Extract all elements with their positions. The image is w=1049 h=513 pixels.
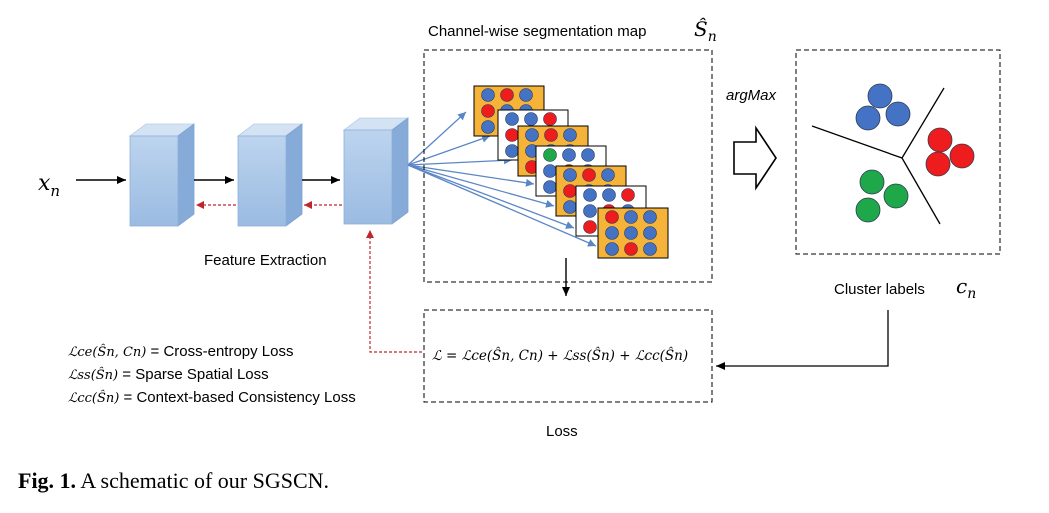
legend-math: ℒce(Ŝn, Cn) [68, 345, 147, 360]
feature-block-3 [342, 117, 410, 225]
channel-arrow [407, 164, 575, 229]
map-dot [583, 188, 597, 202]
loss-label: Loss [546, 423, 578, 440]
map-dot [643, 242, 657, 256]
map-dot [581, 148, 595, 162]
cluster-boundary-3 [901, 157, 941, 225]
cluster-label: Cluster labels [834, 281, 925, 298]
legend-row-cross-entropy: ℒce(Ŝn, Cn) = Cross-entropy Loss [68, 343, 294, 361]
legend-row-sparse-spatial: ℒss(Ŝn) = Sparse Spatial Loss [68, 366, 269, 384]
feature-block-1 [128, 123, 196, 227]
map-dot [582, 168, 596, 182]
segmentation-symbol: Ŝn [694, 16, 717, 45]
cluster-box [795, 49, 1001, 255]
map-dot [643, 210, 657, 224]
map-dot [481, 104, 495, 118]
map-dot [602, 188, 616, 202]
input-label: xn [38, 171, 60, 200]
channel-arrow [407, 164, 555, 208]
channel-arrow [407, 164, 597, 247]
channel-arrow [407, 156, 513, 166]
cluster-symbol: cn [956, 274, 976, 302]
feature-block-2 [236, 123, 304, 227]
cluster-dot [885, 101, 911, 127]
cluster-boundary-2 [901, 87, 945, 159]
cluster-dot [855, 105, 881, 131]
segmentation-box [423, 49, 713, 283]
map-dot [563, 168, 577, 182]
channel-arrow [407, 111, 467, 166]
loss-feedback-arrow [366, 230, 422, 353]
legend-math: ℒss(Ŝn) [68, 368, 119, 383]
cluster-dot [867, 83, 893, 109]
map-dot [563, 128, 577, 142]
cluster-dot [859, 169, 885, 195]
map-dot [519, 88, 533, 102]
map-dot [544, 128, 558, 142]
argmax-arrow [733, 125, 777, 191]
legend-desc: = Cross-entropy Loss [146, 343, 294, 360]
legend-row-context-consistency: ℒcc(Ŝn) = Context-based Consistency Loss [68, 389, 356, 407]
segmentation-title: Channel-wise segmentation map [428, 23, 646, 40]
map-dot [605, 226, 619, 240]
map-dot [481, 120, 495, 134]
cluster-dot [949, 143, 975, 169]
loss-formula: ℒ = ℒce(Ŝn, Cn) + ℒss(Ŝn) + ℒcc(Ŝn) [432, 347, 688, 364]
caption-number: Fig. 1. [18, 468, 77, 493]
map-dot [605, 242, 619, 256]
map-dot [583, 220, 597, 234]
map-dot [505, 128, 519, 142]
cluster-dot [855, 197, 881, 223]
caption-text: A schematic of our SGSCN. [76, 468, 330, 493]
map-dot [643, 226, 657, 240]
map-dot [543, 180, 557, 194]
map-dot [543, 148, 557, 162]
map-dot [481, 88, 495, 102]
cluster-dot [927, 127, 953, 153]
cluster-dot [925, 151, 951, 177]
map-dot [624, 226, 638, 240]
segmentation-map [597, 207, 669, 259]
channel-arrow [407, 164, 535, 187]
map-dot [543, 112, 557, 126]
map-dot [621, 188, 635, 202]
feature-extraction-label: Feature Extraction [204, 252, 327, 269]
argmax-label: argMax [726, 87, 777, 104]
loss-box [423, 309, 713, 403]
map-dot [624, 210, 638, 224]
legend-desc: = Context-based Consistency Loss [119, 389, 356, 406]
map-dot [524, 112, 538, 126]
map-dot [563, 200, 577, 214]
channel-arrows [407, 111, 597, 247]
map-dot [563, 184, 577, 198]
segmentation-maps [473, 85, 669, 259]
figure-caption: Fig. 1. A schematic of our SGSCN. [18, 468, 329, 494]
channel-arrow [407, 134, 491, 166]
legend-desc: = Sparse Spatial Loss [118, 366, 269, 383]
map-dot [605, 210, 619, 224]
map-dot [562, 148, 576, 162]
cluster-to-loss-arrow [716, 310, 889, 370]
map-dot [500, 88, 514, 102]
cluster-boundary-1 [811, 125, 903, 159]
map-dot [583, 204, 597, 218]
cluster-dots [855, 83, 975, 223]
map-dot [505, 112, 519, 126]
map-dot [505, 144, 519, 158]
map-dot [601, 168, 615, 182]
map-dot [624, 242, 638, 256]
legend-math: ℒcc(Ŝn) [68, 391, 120, 406]
map-dot [525, 128, 539, 142]
map-dot [543, 164, 557, 178]
cluster-dot [883, 183, 909, 209]
